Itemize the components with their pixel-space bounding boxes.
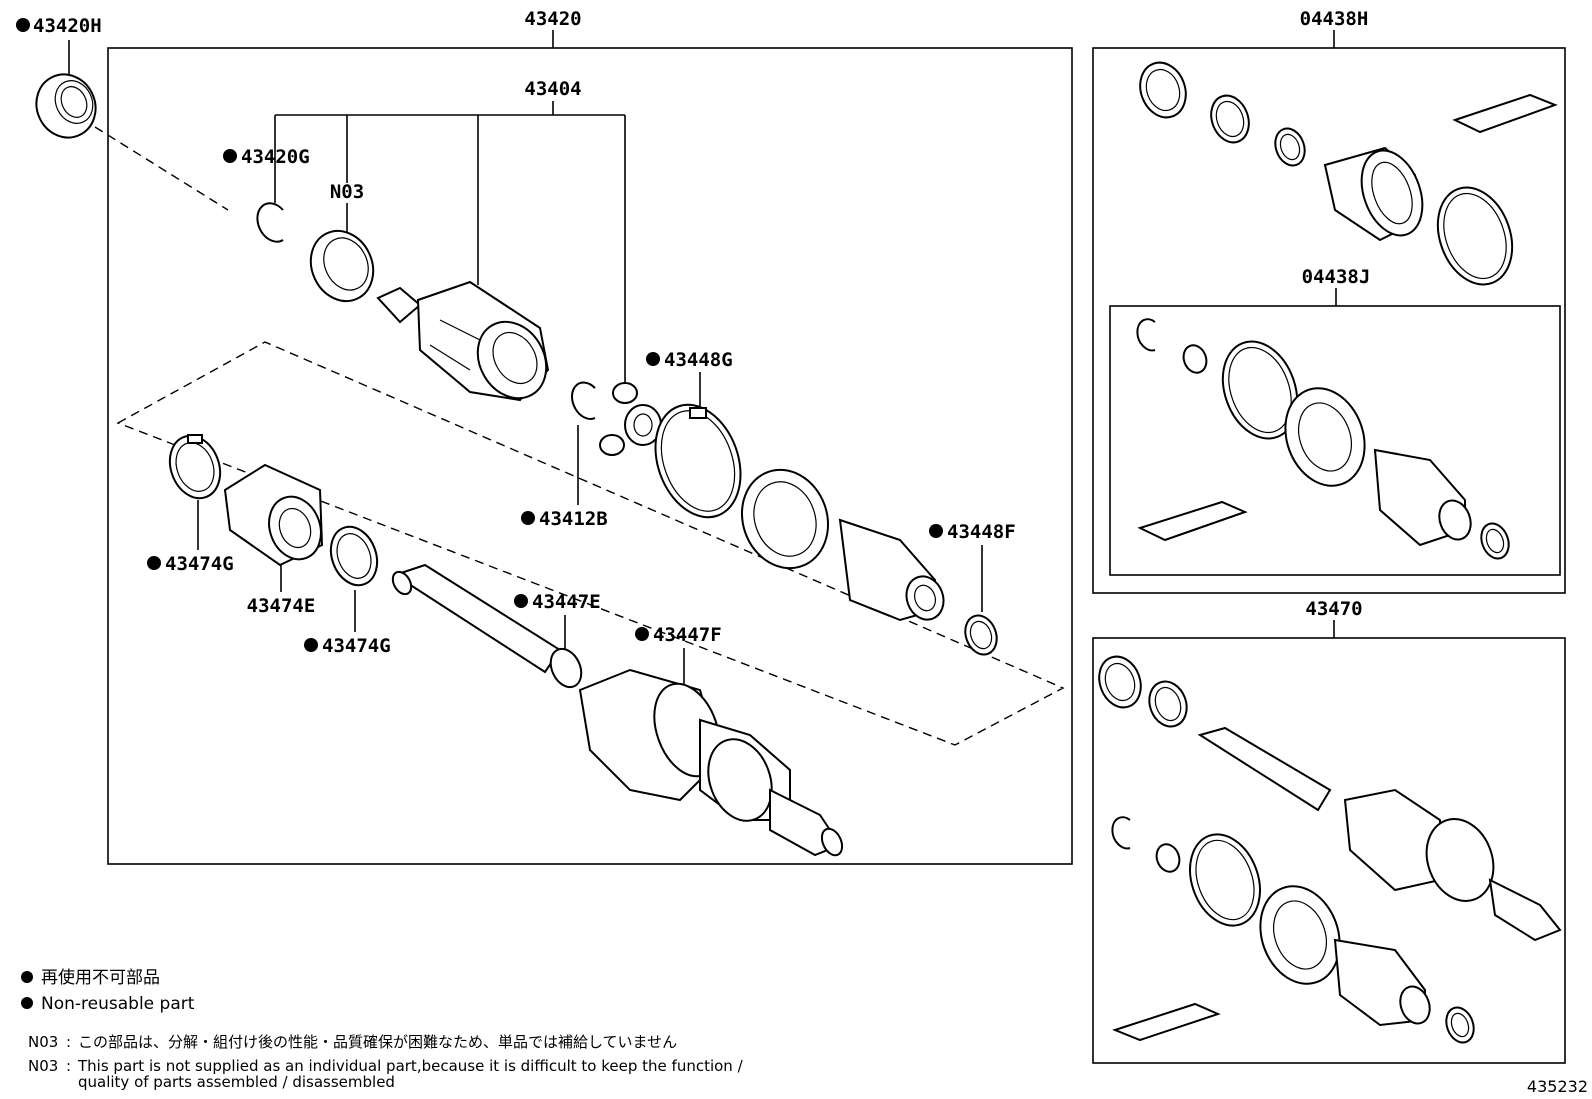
legend: 再使用不可部品 Non-reusable part (21, 967, 195, 1014)
label-43474G-upper: 43474G (147, 500, 234, 575)
boot-kit-outboard-frame: 04438H (1092, 8, 1566, 594)
label-43474G-lower-text: 43474G (322, 635, 391, 657)
main-assembly-label: 43420 (524, 8, 581, 30)
boot-kit-outboard-label: 04438H (1300, 8, 1369, 30)
label-43412B-text: 43412B (539, 508, 608, 530)
label-43447F-text: 43447F (653, 624, 722, 646)
note-code-ja: N03 (28, 1033, 58, 1051)
label-43420H-text: 43420H (33, 15, 102, 37)
label-43447E-text: 43447E (532, 591, 601, 613)
label-43448G-text: 43448G (664, 349, 733, 371)
inboard-joint-label: 43404 (524, 78, 581, 100)
label-43447F: 43447F (635, 624, 722, 694)
note-ja: この部品は、分解・組付け後の性能・品質確保が困難なため、単品では補給していません (78, 1033, 677, 1051)
label-43448F: 43448F (929, 521, 1016, 612)
note-separator-ja: : (66, 1033, 71, 1051)
note-separator-en: : (66, 1057, 71, 1075)
label-43420H: 43420H (16, 15, 102, 80)
bearing-ring-N03 (309, 229, 375, 303)
dynamic-damper-43474E (223, 463, 324, 567)
label-43474E-text: 43474E (247, 595, 316, 617)
label-43412B: 43412B (521, 425, 608, 530)
note-code-en: N03 (28, 1057, 58, 1075)
damper-clamp-43474G-upper (168, 434, 222, 500)
note-en-line2: quality of parts assembled / disassemble… (78, 1073, 395, 1091)
boot-clamp-43448G (654, 403, 742, 519)
drive-shaft (391, 563, 583, 689)
oil-seal-leader-dash (94, 126, 229, 211)
inboard-joint-housing (376, 280, 550, 402)
label-43447E: 43447E (514, 591, 601, 660)
outboard-joint (578, 668, 844, 857)
inboard-joint-bracket: 43404 (274, 78, 626, 383)
label-43420G-text: 43420G (241, 146, 310, 168)
inboard-boot (740, 468, 945, 622)
legend-bullet-en (21, 997, 33, 1009)
boot-group-dashed-outline (116, 341, 1065, 746)
kit-04438H-parts (1139, 61, 1558, 286)
snap-ring-43412B (571, 381, 596, 420)
label-43448G: 43448G (646, 349, 733, 412)
snap-ring-43420G (256, 202, 284, 243)
label-43448F-text: 43448F (947, 521, 1016, 543)
legend-bullet-ja (21, 971, 33, 983)
main-assembly-frame: 43420 (107, 8, 1073, 865)
label-43474G-upper-text: 43474G (165, 553, 234, 575)
assembly-43470-parts (1098, 655, 1562, 1044)
label-43420G: 43420G (223, 146, 310, 168)
shaft-assembly-frame: 43470 (1092, 598, 1566, 1064)
legend-en: Non-reusable part (41, 994, 195, 1014)
tripod-joint (599, 382, 662, 456)
label-43474G-lower: 43474G (304, 590, 391, 657)
diagram-id: 435232 (1527, 1077, 1588, 1096)
boot-kit-inboard-label: 04438J (1302, 266, 1371, 288)
boot-kit-inboard-frame: 04438J (1109, 266, 1561, 576)
boot-clamp-43448F (964, 614, 998, 656)
kit-04438J-parts (1136, 318, 1510, 560)
note-en-line1: This part is not supplied as an individu… (77, 1057, 744, 1075)
oil-seal-43420H (35, 73, 97, 139)
legend-ja: 再使用不可部品 (41, 967, 160, 988)
notes: N03 : この部品は、分解・組付け後の性能・品質確保が困難なため、単品では補給… (28, 1033, 744, 1091)
shaft-assembly-label: 43470 (1305, 598, 1362, 620)
label-N03-text: N03 (330, 181, 364, 203)
damper-clamp-43474G-lower (329, 525, 379, 587)
